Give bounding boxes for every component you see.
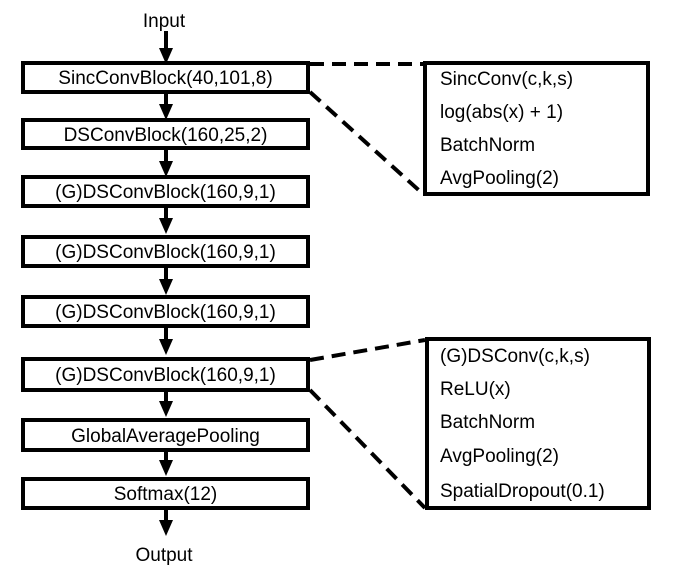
dsconv-layer-4: AvgPooling(2) [440, 446, 559, 467]
block-5-label: (G)DSConvBlock(160,9,1) [55, 302, 276, 323]
block-4: (G)DSConvBlock(160,9,1) [21, 235, 310, 268]
block-2: DSConvBlock(160,25,2) [21, 118, 310, 150]
dsconv-layer-1: (G)DSConv(c,k,s) [440, 346, 590, 367]
arrow-block-7-to-8 [159, 450, 173, 476]
sinc-layer-3: BatchNorm [440, 135, 535, 156]
block-6: (G)DSConvBlock(160,9,1) [21, 357, 310, 392]
block-8: Softmax(12) [21, 477, 310, 510]
block-8-label: Softmax(12) [114, 484, 217, 505]
input-label: Input [143, 11, 186, 32]
arrow-block-3-to-4 [159, 206, 173, 234]
sinc-zoom-connectors [308, 62, 425, 196]
dsconv-layer-3: BatchNorm [440, 412, 535, 433]
arrow-block-4-to-5 [159, 266, 173, 295]
sinc-layer-4: AvgPooling(2) [440, 168, 559, 189]
block-3: (G)DSConvBlock(160,9,1) [21, 175, 310, 208]
dsconv-layer-2: ReLU(x) [440, 379, 511, 400]
flow-arrows [159, 31, 173, 536]
block-7: GlobalAveragePooling [21, 418, 310, 452]
dsconv-zoom-connectors [308, 338, 427, 510]
sinc-layer-2: log(abs(x) + 1) [440, 102, 563, 123]
block-1-label: SincConvBlock(40,101,8) [58, 68, 272, 89]
block-2-label: DSConvBlock(160,25,2) [64, 125, 268, 146]
arrow-block-6-to-7 [159, 390, 173, 417]
block-5: (G)DSConvBlock(160,9,1) [21, 295, 310, 328]
sinc-layer-1: SincConv(c,k,s) [440, 69, 573, 90]
arrow-input-to-block-1 [159, 31, 173, 64]
block-4-label: (G)DSConvBlock(160,9,1) [55, 242, 276, 263]
block-3-label: (G)DSConvBlock(160,9,1) [55, 182, 276, 203]
arrow-block-2-to-3 [159, 148, 173, 177]
block-1: SincConvBlock(40,101,8) [21, 61, 310, 94]
arrow-block-8-to-output [159, 508, 173, 536]
block-7-label: GlobalAveragePooling [71, 426, 260, 447]
dsconv-detail-panel: (G)DSConv(c,k,s) ReLU(x) BatchNorm AvgPo… [425, 337, 651, 510]
block-6-label: (G)DSConvBlock(160,9,1) [55, 365, 276, 386]
sinc-detail-panel: SincConv(c,k,s) log(abs(x) + 1) BatchNor… [423, 61, 650, 196]
arrow-block-1-to-2 [159, 92, 173, 120]
arrow-block-5-to-6 [159, 326, 173, 355]
output-label: Output [135, 545, 193, 566]
dsconv-layer-5: SpatialDropout(0.1) [440, 481, 605, 502]
